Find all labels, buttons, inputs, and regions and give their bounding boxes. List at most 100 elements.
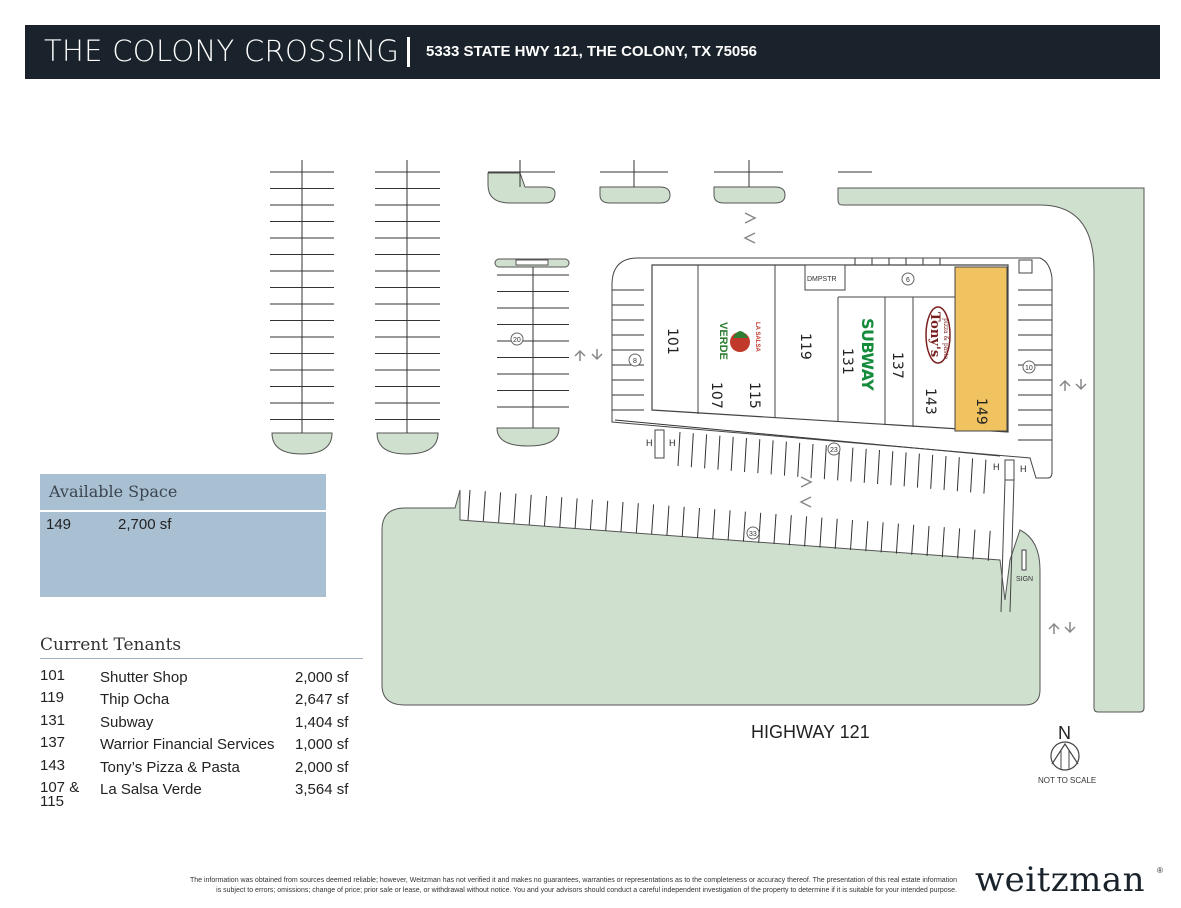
tenant-unit: 143	[40, 757, 66, 774]
parking-stall-line	[704, 434, 708, 469]
la-salsa-verde-logo: LA SALSA VERDE	[717, 322, 760, 360]
island-1	[271, 432, 333, 455]
parking-stall-line	[987, 530, 991, 561]
parking-stall-line	[712, 509, 716, 540]
parking-stall-line	[850, 447, 854, 482]
dumpster	[804, 264, 846, 291]
parking-stall-line	[589, 499, 593, 530]
island-top-2	[599, 186, 671, 204]
property-title: THE COLONY CROSSING	[44, 34, 400, 68]
unit-label-101: 101	[664, 328, 680, 355]
count-23: 23	[830, 447, 838, 454]
parking-stall-line	[834, 518, 838, 549]
parking-stall-line	[926, 525, 930, 557]
parking-stall-line	[635, 503, 639, 534]
highway-label: HIGHWAY 121	[751, 722, 870, 742]
tenant-row: 107 & 115 La Salsa Verde 3,564 sf	[40, 779, 370, 811]
title-separator	[407, 37, 410, 67]
parking-stall-line	[559, 497, 563, 528]
tenant-name: Shutter Shop	[100, 669, 188, 686]
parking-stall-line	[916, 453, 920, 488]
current-tenants-divider	[40, 658, 363, 659]
island-middle-top-inner	[515, 259, 549, 266]
parking-stall-line	[850, 519, 853, 551]
parking-stall-line	[970, 458, 974, 493]
parking-stall-line	[513, 493, 517, 524]
tenant-row: 143 Tony’s Pizza & Pasta 2,000 sf	[40, 757, 370, 781]
dumpster-label: DMPSTR	[807, 276, 837, 283]
disclaimer: The information was obtained from source…	[45, 876, 957, 896]
island-2	[376, 432, 439, 455]
unit-label-149: 149	[973, 398, 989, 425]
parking-stall-line	[677, 431, 681, 467]
parking-stall-line	[482, 491, 486, 522]
count-8: 8	[633, 358, 637, 365]
parking-stall-line	[865, 521, 869, 552]
parking-stall-line	[890, 451, 894, 486]
available-unit: 149	[46, 516, 72, 533]
parking-stall-line	[773, 513, 777, 545]
parking-stall-line	[783, 441, 787, 476]
parking-stall-line	[930, 454, 934, 489]
weitzman-logo: weitzman	[975, 860, 1146, 900]
available-space-title: Available Space	[49, 482, 178, 501]
svg-text:SUBWAY: SUBWAY	[858, 318, 877, 391]
tenant-unit: 101	[40, 667, 66, 684]
parking-stall-line	[823, 445, 827, 480]
parking-stall-line	[717, 435, 721, 470]
tenant-row: 119 Thip Ocha 2,647 sf	[40, 690, 370, 713]
svg-text:Tony's: Tony's	[927, 312, 942, 357]
count-33: 33	[749, 531, 757, 538]
north-arrow-icon: N	[1050, 723, 1080, 771]
tenant-size: 1,404 sf	[295, 714, 349, 731]
title-bar: THE COLONY CROSSING 5333 STATE HWY 121, …	[25, 25, 1160, 79]
parking-stall-line	[863, 448, 867, 483]
handicap-3: H	[993, 462, 1000, 472]
parking-stall-line	[957, 528, 961, 559]
registered-mark: ®	[1157, 866, 1163, 875]
sign-label: SIGN	[1016, 576, 1033, 583]
current-tenants-title: Current Tenants	[40, 635, 182, 655]
parking-stall-line	[983, 459, 987, 494]
handicap-stalls: H H H H	[646, 429, 1027, 613]
tonys-logo: Tony's pizza & pasta	[925, 306, 951, 364]
tenant-name: Warrior Financial Services	[100, 736, 275, 753]
parking-stall-line	[903, 452, 907, 487]
unit-label-115: 115	[746, 382, 762, 409]
parking-stall-line	[730, 436, 734, 471]
parking-stall-line	[941, 527, 945, 558]
tenant-size: 2,647 sf	[295, 691, 349, 708]
landscape-areas	[271, 172, 1145, 713]
handicap-4: H	[1020, 464, 1027, 474]
building-footprint	[651, 264, 1009, 433]
subway-logo: SUBWAY	[858, 318, 877, 391]
parking-count-markers: 20 8 6 10 23 33	[510, 272, 1036, 540]
retail-building: DMPSTR 101 107 115 119 131 137 143 149 S…	[611, 257, 1053, 479]
tenant-unit: 137	[40, 734, 66, 751]
tenant-unit: 107 & 115	[40, 779, 80, 810]
disclaimer-line-1: The information was obtained from source…	[189, 877, 957, 884]
parking-stall-line	[681, 506, 685, 537]
parking-stall-line	[727, 510, 731, 541]
parking-stall-line	[467, 489, 471, 521]
parking-stall-line	[574, 498, 578, 529]
tenant-name: Thip Ocha	[100, 691, 170, 708]
available-size: 2,700 sf	[118, 516, 172, 533]
front-landscape	[381, 489, 1041, 706]
parking-stall-line	[880, 522, 884, 553]
svg-text:pizza & pasta: pizza & pasta	[942, 318, 949, 360]
tenant-row: 137 Warrior Financial Services 1,000 sf	[40, 734, 370, 758]
traffic-arrows	[574, 212, 1087, 634]
parking-stall-line	[797, 442, 801, 477]
parking-stall-line	[770, 440, 774, 475]
parking-stall-line	[911, 524, 915, 555]
svg-text:LA SALSA: LA SALSA	[754, 322, 760, 352]
right-landscape	[837, 187, 1145, 713]
count-20: 20	[513, 337, 521, 344]
island-top-1	[487, 172, 556, 204]
handicap-2: H	[669, 438, 676, 448]
parking-stall-line	[742, 511, 746, 542]
parking-stall-line	[620, 501, 624, 533]
parking-stall-line	[666, 505, 670, 536]
